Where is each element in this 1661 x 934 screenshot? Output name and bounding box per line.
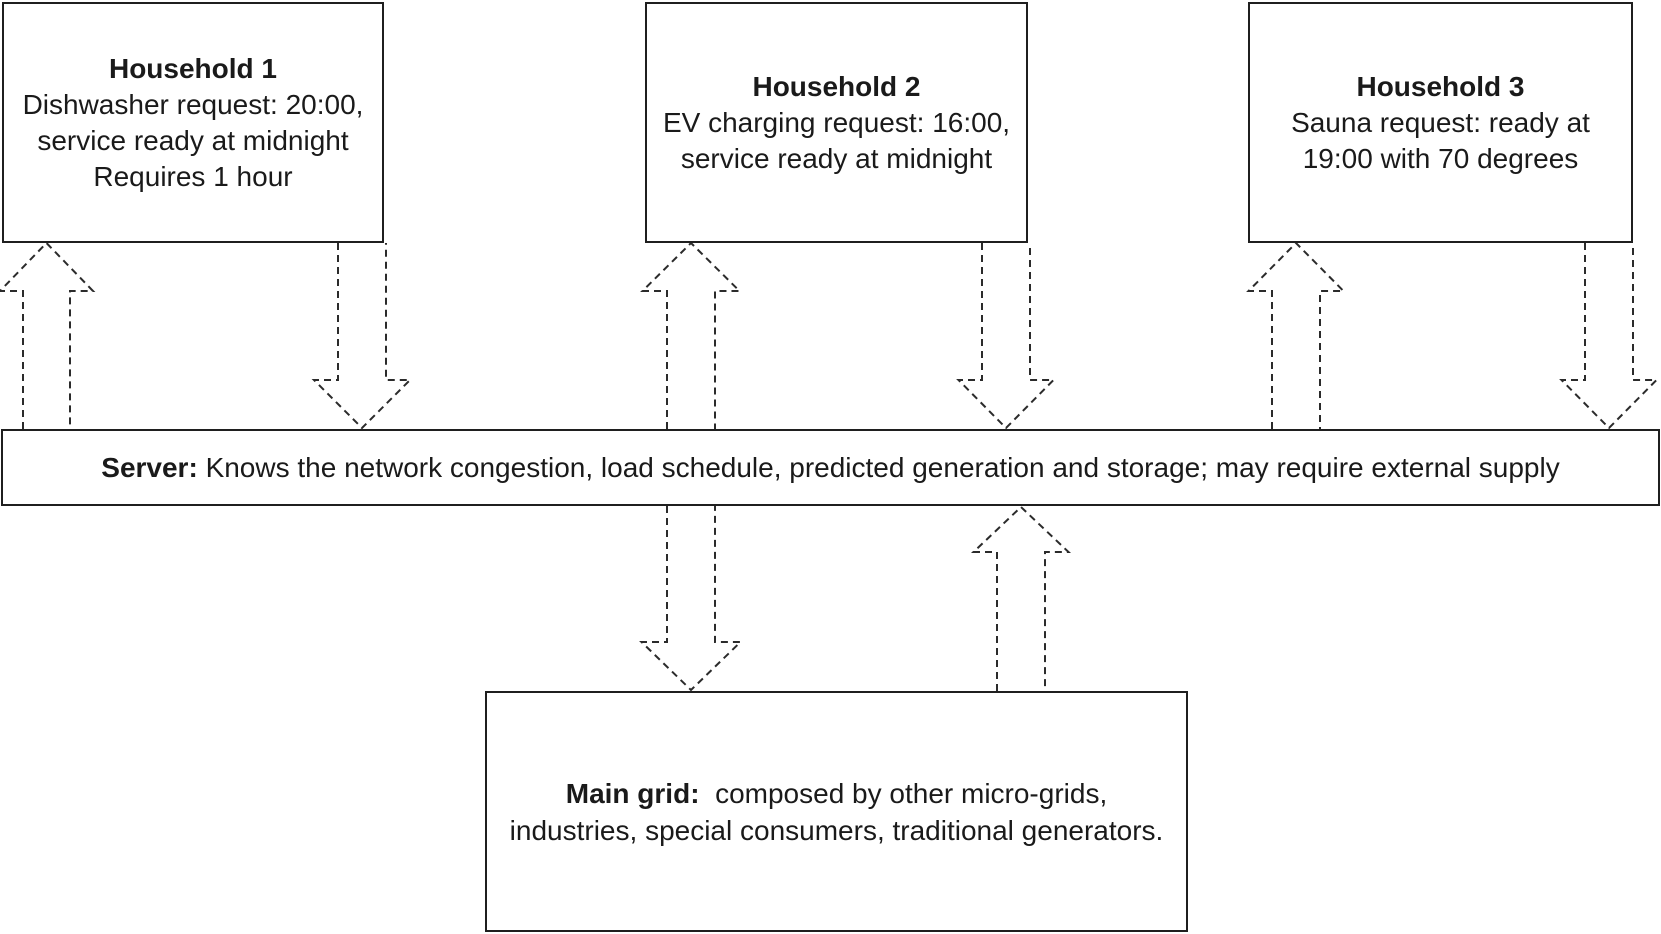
household-2-box: Household 2 EV charging request: 16:00, … (645, 2, 1028, 243)
main-grid-line: Main grid: composed by other micro-grids… (566, 775, 1107, 812)
arrow-server-to-maingrid-down (639, 506, 743, 692)
arrow-household2-to-server-down (956, 243, 1056, 430)
arrow-server-to-household1-up (0, 241, 96, 429)
household-2-line: service ready at midnight (680, 142, 993, 174)
household-3-box: Household 3 Sauna request: ready at 19:0… (1248, 2, 1633, 243)
household-3-title: Household 3 (1356, 70, 1525, 102)
server-description: Knows the network congestion, load sched… (205, 451, 1560, 483)
household-1-line: Requires 1 hour (93, 160, 293, 192)
household-1-title: Household 1 (108, 52, 277, 84)
server-box: Server: Knows the network congestion, lo… (1, 429, 1660, 506)
main-grid-description-1: composed by other micro-grids, (715, 777, 1108, 809)
arrow-server-to-household2-up (640, 241, 742, 429)
arrow-maingrid-to-server-up (970, 505, 1072, 691)
arrow-household3-to-server-down (1559, 243, 1659, 430)
household-1-line: service ready at midnight (37, 124, 349, 156)
household-2-title: Household 2 (752, 70, 921, 102)
household-1-line: Dishwasher request: 20:00, (22, 88, 364, 120)
main-grid-title: Main grid: (565, 777, 700, 809)
arrow-server-to-household3-up (1246, 241, 1346, 429)
household-2-line: EV charging request: 16:00, (662, 106, 1011, 138)
household-1-box: Household 1 Dishwasher request: 20:00, s… (2, 2, 384, 243)
household-3-line: 19:00 with 70 degrees (1302, 142, 1579, 174)
main-grid-description-2: industries, special consumers, tradition… (509, 814, 1164, 846)
arrow-household1-to-server-down (311, 243, 413, 430)
main-grid-box: Main grid: composed by other micro-grids… (485, 691, 1188, 932)
household-3-line: Sauna request: ready at (1291, 106, 1590, 138)
server-title: Server: (101, 451, 198, 483)
